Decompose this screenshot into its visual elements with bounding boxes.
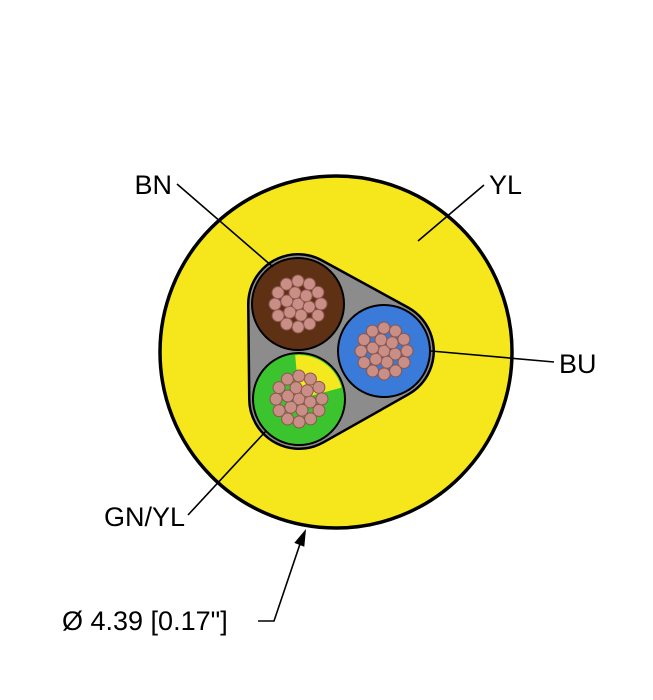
copper-strand bbox=[299, 289, 313, 303]
copper-strand bbox=[377, 321, 391, 335]
leader-line-gnyl bbox=[187, 430, 267, 516]
copper-strand bbox=[366, 364, 380, 378]
strand-bundle-blue bbox=[354, 321, 414, 381]
copper-strand bbox=[303, 317, 317, 331]
copper-strand bbox=[365, 324, 379, 338]
copper-strand bbox=[292, 369, 306, 383]
leader-line-yl bbox=[417, 184, 485, 242]
copper-strand bbox=[302, 277, 316, 291]
copper-strand bbox=[272, 404, 286, 418]
copper-strand bbox=[400, 344, 414, 358]
copper-strand bbox=[314, 297, 328, 311]
conductor-green-yellow bbox=[252, 352, 346, 446]
copper-strand bbox=[389, 364, 403, 378]
copper-strand bbox=[268, 297, 282, 311]
copper-strand bbox=[369, 352, 383, 366]
copper-strand bbox=[354, 344, 368, 358]
copper-strand bbox=[303, 372, 317, 386]
copper-strand bbox=[377, 367, 391, 381]
copper-strand bbox=[315, 392, 329, 406]
copper-strand bbox=[281, 389, 295, 403]
label-bn: BN bbox=[134, 170, 172, 200]
leader-line-bn bbox=[176, 183, 274, 268]
label-gnyl: GN/YL bbox=[104, 502, 185, 532]
copper-strand bbox=[388, 324, 402, 338]
copper-strand bbox=[280, 294, 294, 308]
copper-strand bbox=[304, 412, 318, 426]
copper-strand bbox=[279, 277, 293, 291]
conductor-blue bbox=[337, 304, 431, 398]
copper-strand bbox=[385, 336, 399, 350]
strand-bundle-brown bbox=[268, 274, 328, 334]
copper-strand bbox=[283, 305, 297, 319]
label-diameter: Ø 4.39 [0.17"] bbox=[62, 606, 228, 636]
copper-strand bbox=[312, 380, 326, 394]
arrow-head-icon bbox=[294, 529, 306, 547]
leader-line-diameter bbox=[258, 543, 301, 622]
copper-strand bbox=[271, 309, 285, 323]
copper-strand bbox=[291, 320, 305, 334]
copper-strand bbox=[280, 317, 294, 331]
label-yl: YL bbox=[489, 170, 522, 200]
copper-strand bbox=[311, 285, 325, 299]
copper-strand bbox=[280, 372, 294, 386]
conductor-brown bbox=[251, 257, 345, 351]
copper-strand bbox=[284, 400, 298, 414]
copper-strand bbox=[366, 341, 380, 355]
copper-strand bbox=[291, 274, 305, 288]
copper-strand bbox=[357, 333, 371, 347]
strand-bundle-green-yellow bbox=[269, 369, 329, 429]
copper-strand bbox=[292, 415, 306, 429]
copper-strand bbox=[300, 384, 314, 398]
copper-strand bbox=[271, 286, 285, 300]
leader-line-bu bbox=[430, 350, 555, 363]
copper-strand bbox=[269, 392, 283, 406]
copper-strand bbox=[357, 356, 371, 370]
copper-strand bbox=[281, 412, 295, 426]
label-bu: BU bbox=[559, 349, 597, 379]
copper-strand bbox=[397, 332, 411, 346]
copper-strand bbox=[272, 381, 286, 395]
